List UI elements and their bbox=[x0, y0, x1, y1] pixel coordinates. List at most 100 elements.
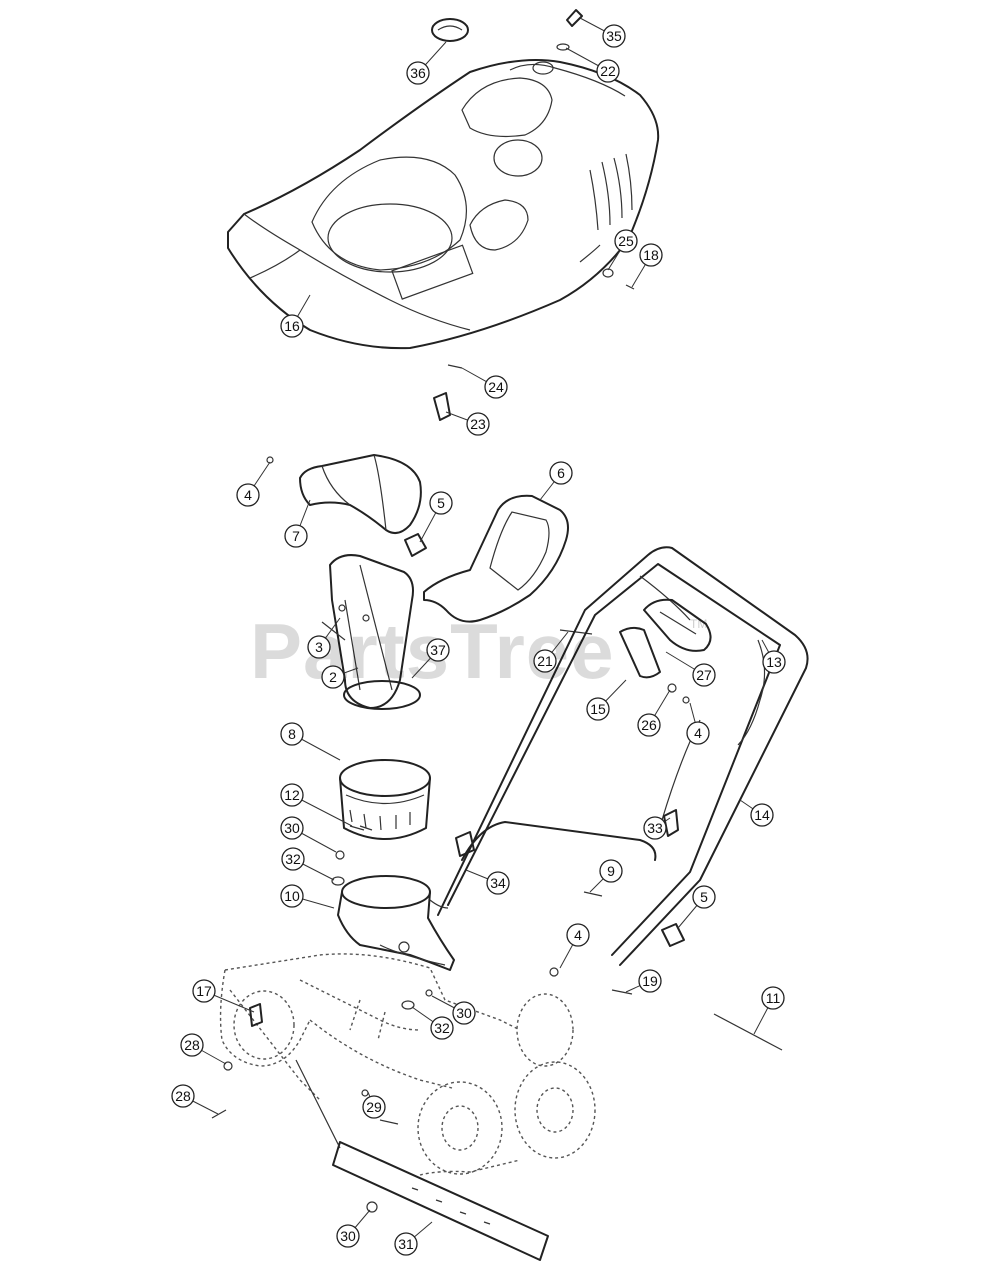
callout-33: 33 bbox=[643, 816, 667, 840]
callout-number: 3 bbox=[315, 639, 323, 655]
callout-circle bbox=[602, 24, 626, 48]
callout-number: 14 bbox=[754, 807, 770, 823]
callout-5: 5 bbox=[429, 491, 453, 515]
callout-number: 30 bbox=[340, 1228, 356, 1244]
callout-circle bbox=[362, 1095, 386, 1119]
callout-circle bbox=[686, 721, 710, 745]
callout-number: 4 bbox=[244, 487, 252, 503]
callout-circle bbox=[750, 803, 774, 827]
callout-24: 24 bbox=[484, 375, 508, 399]
callout-4: 4 bbox=[236, 483, 260, 507]
callout-circle bbox=[171, 1084, 195, 1108]
callout-circle bbox=[599, 859, 623, 883]
callout-number: 5 bbox=[437, 495, 445, 511]
callout-14: 14 bbox=[750, 803, 774, 827]
callout-circle bbox=[406, 61, 430, 85]
callout-number: 13 bbox=[766, 654, 782, 670]
callout-circle bbox=[281, 847, 305, 871]
callout-circle bbox=[280, 884, 304, 908]
callout-circle bbox=[336, 1224, 360, 1248]
callout-circle bbox=[692, 663, 716, 687]
callout-number: 30 bbox=[456, 1005, 472, 1021]
callout-35: 35 bbox=[602, 24, 626, 48]
callout-circle bbox=[280, 722, 304, 746]
callout-32: 32 bbox=[281, 847, 305, 871]
callout-34: 34 bbox=[486, 871, 510, 895]
callout-4: 4 bbox=[686, 721, 710, 745]
callout-30: 30 bbox=[280, 816, 304, 840]
callout-circle bbox=[643, 816, 667, 840]
callout-28: 28 bbox=[180, 1033, 204, 1057]
callout-number: 18 bbox=[643, 247, 659, 263]
callout-30: 30 bbox=[452, 1001, 476, 1025]
callout-17: 17 bbox=[192, 979, 216, 1003]
callout-number: 29 bbox=[366, 1099, 382, 1115]
callout-6: 6 bbox=[549, 461, 573, 485]
callout-8: 8 bbox=[280, 722, 304, 746]
callout-number: 32 bbox=[434, 1020, 450, 1036]
callout-circle bbox=[284, 524, 308, 548]
callout-number: 21 bbox=[537, 653, 553, 669]
callout-18: 18 bbox=[639, 243, 663, 267]
callout-number: 34 bbox=[490, 875, 506, 891]
callout-circle bbox=[566, 923, 590, 947]
callout-circle bbox=[596, 59, 620, 83]
callout-circle bbox=[586, 697, 610, 721]
callout-16: 16 bbox=[280, 314, 304, 338]
small-top-parts bbox=[431, 9, 635, 421]
callout-28: 28 bbox=[171, 1084, 195, 1108]
callout-number: 23 bbox=[470, 416, 486, 432]
callout-number: 32 bbox=[285, 851, 301, 867]
callout-circle bbox=[394, 1232, 418, 1256]
callout-circle bbox=[762, 650, 786, 674]
ring-gear bbox=[339, 759, 431, 840]
callout-number: 6 bbox=[557, 465, 565, 481]
callout-number: 4 bbox=[694, 725, 702, 741]
callout-number: 12 bbox=[284, 787, 300, 803]
callout-circle bbox=[280, 314, 304, 338]
callout-26: 26 bbox=[637, 713, 661, 737]
callout-number: 35 bbox=[606, 28, 622, 44]
callout-13: 13 bbox=[762, 650, 786, 674]
callout-4: 4 bbox=[566, 923, 590, 947]
callout-circle bbox=[280, 816, 304, 840]
callout-23: 23 bbox=[466, 412, 490, 436]
callout-number: 26 bbox=[641, 717, 657, 733]
callout-30: 30 bbox=[336, 1224, 360, 1248]
shroud bbox=[227, 58, 660, 350]
callout-number: 36 bbox=[410, 65, 426, 81]
callout-27: 27 bbox=[692, 663, 716, 687]
callout-number: 28 bbox=[175, 1088, 191, 1104]
callout-number: 31 bbox=[398, 1236, 414, 1252]
chute-base bbox=[337, 875, 455, 971]
callout-circle bbox=[236, 483, 260, 507]
handle-frame bbox=[429, 546, 809, 966]
callout-37: 37 bbox=[426, 638, 450, 662]
callout-circle bbox=[533, 649, 557, 673]
callout-circle bbox=[637, 713, 661, 737]
callout-circle bbox=[761, 986, 785, 1010]
callout-10: 10 bbox=[280, 884, 304, 908]
callout-circle bbox=[692, 885, 716, 909]
callout-11: 11 bbox=[761, 986, 785, 1010]
callout-circle bbox=[192, 979, 216, 1003]
callout-number: 37 bbox=[430, 642, 446, 658]
callout-circle bbox=[614, 229, 638, 253]
callout-7: 7 bbox=[284, 524, 308, 548]
callout-number: 4 bbox=[574, 927, 582, 943]
callout-number: 15 bbox=[590, 701, 606, 717]
callout-circle bbox=[639, 243, 663, 267]
callout-25: 25 bbox=[614, 229, 638, 253]
callout-2: 2 bbox=[321, 665, 345, 689]
callout-circle bbox=[180, 1033, 204, 1057]
callout-circle bbox=[429, 491, 453, 515]
callout-circle bbox=[466, 412, 490, 436]
callout-number: 9 bbox=[607, 863, 615, 879]
callout-number: 5 bbox=[700, 889, 708, 905]
callout-19: 19 bbox=[638, 969, 662, 993]
callout-number: 22 bbox=[600, 63, 616, 79]
callout-circle bbox=[426, 638, 450, 662]
callout-number: 16 bbox=[284, 318, 300, 334]
callout-31: 31 bbox=[394, 1232, 418, 1256]
